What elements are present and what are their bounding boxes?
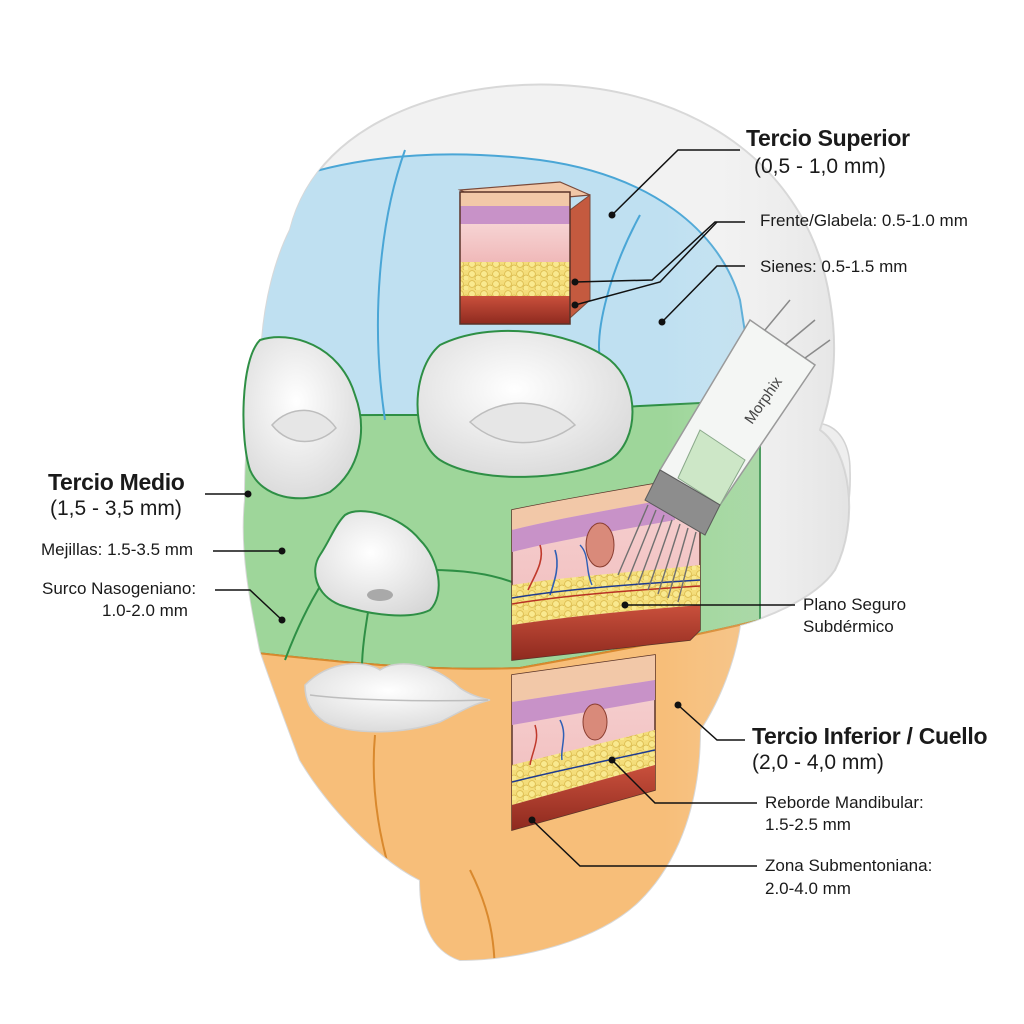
upper-third-range: (0,5 - 1,0 mm) xyxy=(754,155,886,178)
left-eye-lid xyxy=(271,409,337,443)
nose-region xyxy=(314,510,440,617)
middle-third-range: (1,5 - 3,5 mm) xyxy=(50,497,182,520)
nasolabial-label-line1: Surco Nasogeniano: xyxy=(42,579,197,598)
leader-nasolabial xyxy=(215,589,283,621)
skin-section-forehead xyxy=(457,181,591,325)
jawline-label-line2: 1.5-2.5 mm xyxy=(765,815,851,834)
lips-region xyxy=(304,663,491,733)
leader-lines xyxy=(205,149,795,867)
submental-label-line1: Zona Submentoniana: xyxy=(765,856,933,875)
leader-lower-title xyxy=(677,704,745,741)
middle-third-title: Tercio Medio xyxy=(48,469,185,495)
leader-temples-2 xyxy=(574,221,718,306)
nasolabial-label-line2: 1.0-2.0 mm xyxy=(102,601,188,620)
safe-plane-label-line1: Plano Seguro xyxy=(803,595,907,614)
cheeks-label: Mejillas: 1.5-3.5 mm xyxy=(41,540,194,559)
microneedle-device: Morphix xyxy=(617,299,831,603)
lip-line xyxy=(309,694,489,702)
skin-section-jaw xyxy=(511,654,656,831)
lower-third-title: Tercio Inferior / Cuello xyxy=(752,723,988,749)
lower-third-range: (2,0 - 4,0 mm) xyxy=(752,751,884,774)
leader-dots xyxy=(244,211,682,824)
forehead-label: Frente/Glabela: 0.5-1.0 mm xyxy=(760,211,968,230)
safe-plane-label-line2: Subdérmico xyxy=(803,617,894,636)
leader-forehead xyxy=(574,221,745,283)
nostril xyxy=(367,589,393,601)
leader-jawline xyxy=(611,759,757,804)
upper-third-title: Tercio Superior xyxy=(746,125,910,151)
upper-subdivision-1 xyxy=(376,149,406,421)
leader-upper-title xyxy=(611,149,740,216)
lower-subdivision-2 xyxy=(469,869,496,961)
submental-label-line2: 2.0-4.0 mm xyxy=(765,879,851,898)
right-eye-lid xyxy=(468,402,577,444)
leader-submental xyxy=(531,819,757,867)
needles xyxy=(617,504,697,603)
jawline-label-line1: Reborde Mandibular: xyxy=(765,793,924,812)
skin-section-cheek xyxy=(511,468,701,661)
temples-label: Sienes: 0.5-1.5 mm xyxy=(760,257,908,276)
leader-temples xyxy=(661,265,745,323)
